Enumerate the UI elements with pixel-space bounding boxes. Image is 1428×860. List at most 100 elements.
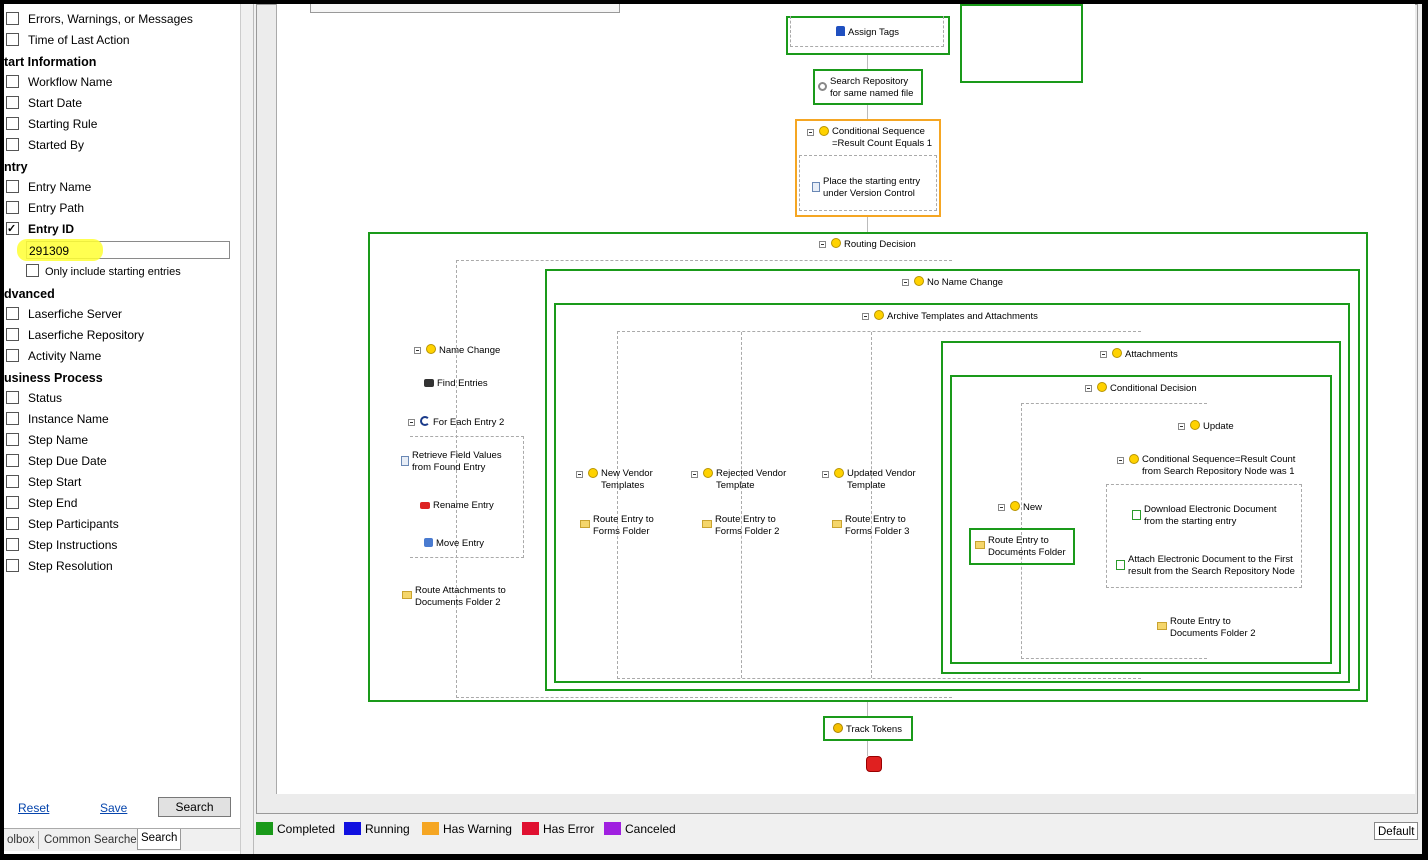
filter-entry-id[interactable]: Entry ID (6, 220, 74, 238)
filter-start-date[interactable]: Start Date (6, 94, 82, 112)
checkbox[interactable] (6, 328, 19, 341)
filter-entry-path[interactable]: Entry Path (6, 199, 84, 217)
checkbox[interactable] (6, 349, 19, 362)
checkbox[interactable] (6, 117, 19, 130)
filter-workflow-name[interactable]: Workflow Name (6, 73, 112, 91)
filter-step-name[interactable]: Step Name (6, 431, 88, 449)
lightning-icon (874, 310, 884, 320)
panel-splitter[interactable] (240, 4, 254, 854)
for-each-entry-node[interactable]: For Each Entry 2 (408, 416, 504, 429)
checkbox[interactable] (6, 559, 19, 572)
archive-node[interactable]: Archive Templates and Attachments (862, 310, 1038, 323)
filter-step-instructions[interactable]: Step Instructions (6, 536, 117, 554)
filter-step-due-date[interactable]: Step Due Date (6, 452, 107, 470)
filter-started-by[interactable]: Started By (6, 136, 84, 154)
checkbox[interactable] (6, 454, 19, 467)
rename-entry-node[interactable]: Rename Entry (420, 500, 494, 512)
collapse-icon[interactable] (862, 313, 869, 320)
filter-step-end[interactable]: Step End (6, 494, 77, 512)
collapse-icon[interactable] (902, 279, 909, 286)
checkbox[interactable] (6, 538, 19, 551)
collapse-icon[interactable] (408, 419, 415, 426)
collapse-icon[interactable] (807, 129, 814, 136)
filter-step-participants[interactable]: Step Participants (6, 515, 119, 533)
filter-step-start[interactable]: Step Start (6, 473, 81, 491)
collapse-icon[interactable] (691, 471, 698, 478)
checkbox[interactable] (6, 201, 19, 214)
collapse-icon[interactable] (576, 471, 583, 478)
checkbox[interactable] (6, 496, 19, 509)
checkbox[interactable] (6, 12, 19, 25)
zoom-select[interactable]: Default (1374, 822, 1418, 840)
checkbox[interactable] (6, 412, 19, 425)
checkbox[interactable] (6, 517, 19, 530)
checkbox[interactable] (6, 75, 19, 88)
checkbox-checked[interactable] (6, 220, 19, 238)
checkbox[interactable] (26, 264, 39, 277)
assign-tags-node[interactable]: Assign Tags (836, 26, 899, 39)
filter-laserfiche-repository[interactable]: Laserfiche Repository (6, 326, 144, 344)
checkbox[interactable] (6, 433, 19, 446)
filter-starting-rule[interactable]: Starting Rule (6, 115, 97, 133)
only-starting-entries[interactable]: Only include starting entries (26, 263, 181, 281)
no-name-change-box (545, 269, 1360, 691)
tab-common-searches[interactable]: Common Searches (41, 831, 147, 849)
routing-decision-node[interactable]: Routing Decision (819, 238, 916, 251)
checkbox[interactable] (6, 180, 19, 193)
collapse-icon[interactable] (1178, 423, 1185, 430)
checkbox[interactable] (6, 307, 19, 320)
collapse-icon[interactable] (414, 347, 421, 354)
attachments-node[interactable]: Attachments (1100, 348, 1178, 361)
filter-step-resolution[interactable]: Step Resolution (6, 557, 113, 575)
new-node[interactable]: New (998, 501, 1042, 514)
move-entry-node[interactable]: Move Entry (424, 538, 484, 550)
collapse-icon[interactable] (1117, 457, 1124, 464)
tab-toolbox[interactable]: olbox (4, 831, 39, 849)
checkbox[interactable] (6, 33, 19, 46)
collapse-icon[interactable] (822, 471, 829, 478)
filter-instance-name[interactable]: Instance Name (6, 410, 109, 428)
collapse-icon[interactable] (1100, 351, 1107, 358)
collapse-icon[interactable] (1085, 385, 1092, 392)
no-name-change-node[interactable]: No Name Change (902, 276, 1003, 289)
collapse-icon[interactable] (819, 241, 826, 248)
checkbox[interactable] (6, 96, 19, 109)
filter-entry-name[interactable]: Entry Name (6, 178, 91, 196)
conditional-decision-node[interactable]: Conditional Decision (1085, 382, 1197, 395)
collapse-icon[interactable] (998, 504, 1005, 511)
filter-activity-name[interactable]: Activity Name (6, 347, 101, 365)
conditional-sequence-node[interactable]: Conditional Sequence=Result Count Equals… (807, 126, 932, 150)
filter-status[interactable]: Status (6, 389, 62, 407)
search-button[interactable]: Search (158, 797, 231, 817)
reset-link[interactable]: Reset (18, 801, 50, 815)
name-change-node[interactable]: Name Change (414, 344, 500, 357)
checkbox[interactable] (6, 391, 19, 404)
folder-icon (402, 591, 412, 599)
filter-errors[interactable]: Errors, Warnings, or Messages (6, 10, 193, 28)
filter-time-last-action[interactable]: Time of Last Action (6, 31, 130, 49)
tab-search[interactable]: Search (137, 829, 182, 850)
update-node[interactable]: Update (1178, 420, 1234, 433)
save-link[interactable]: Save (100, 801, 128, 815)
swatch (522, 822, 539, 835)
checkbox[interactable] (6, 138, 19, 151)
checkbox[interactable] (6, 475, 19, 488)
track-tokens-node[interactable]: Track Tokens (833, 723, 902, 736)
filter-laserfiche-server[interactable]: Laserfiche Server (6, 305, 122, 323)
find-entries-node[interactable]: Find Entries (424, 378, 488, 390)
